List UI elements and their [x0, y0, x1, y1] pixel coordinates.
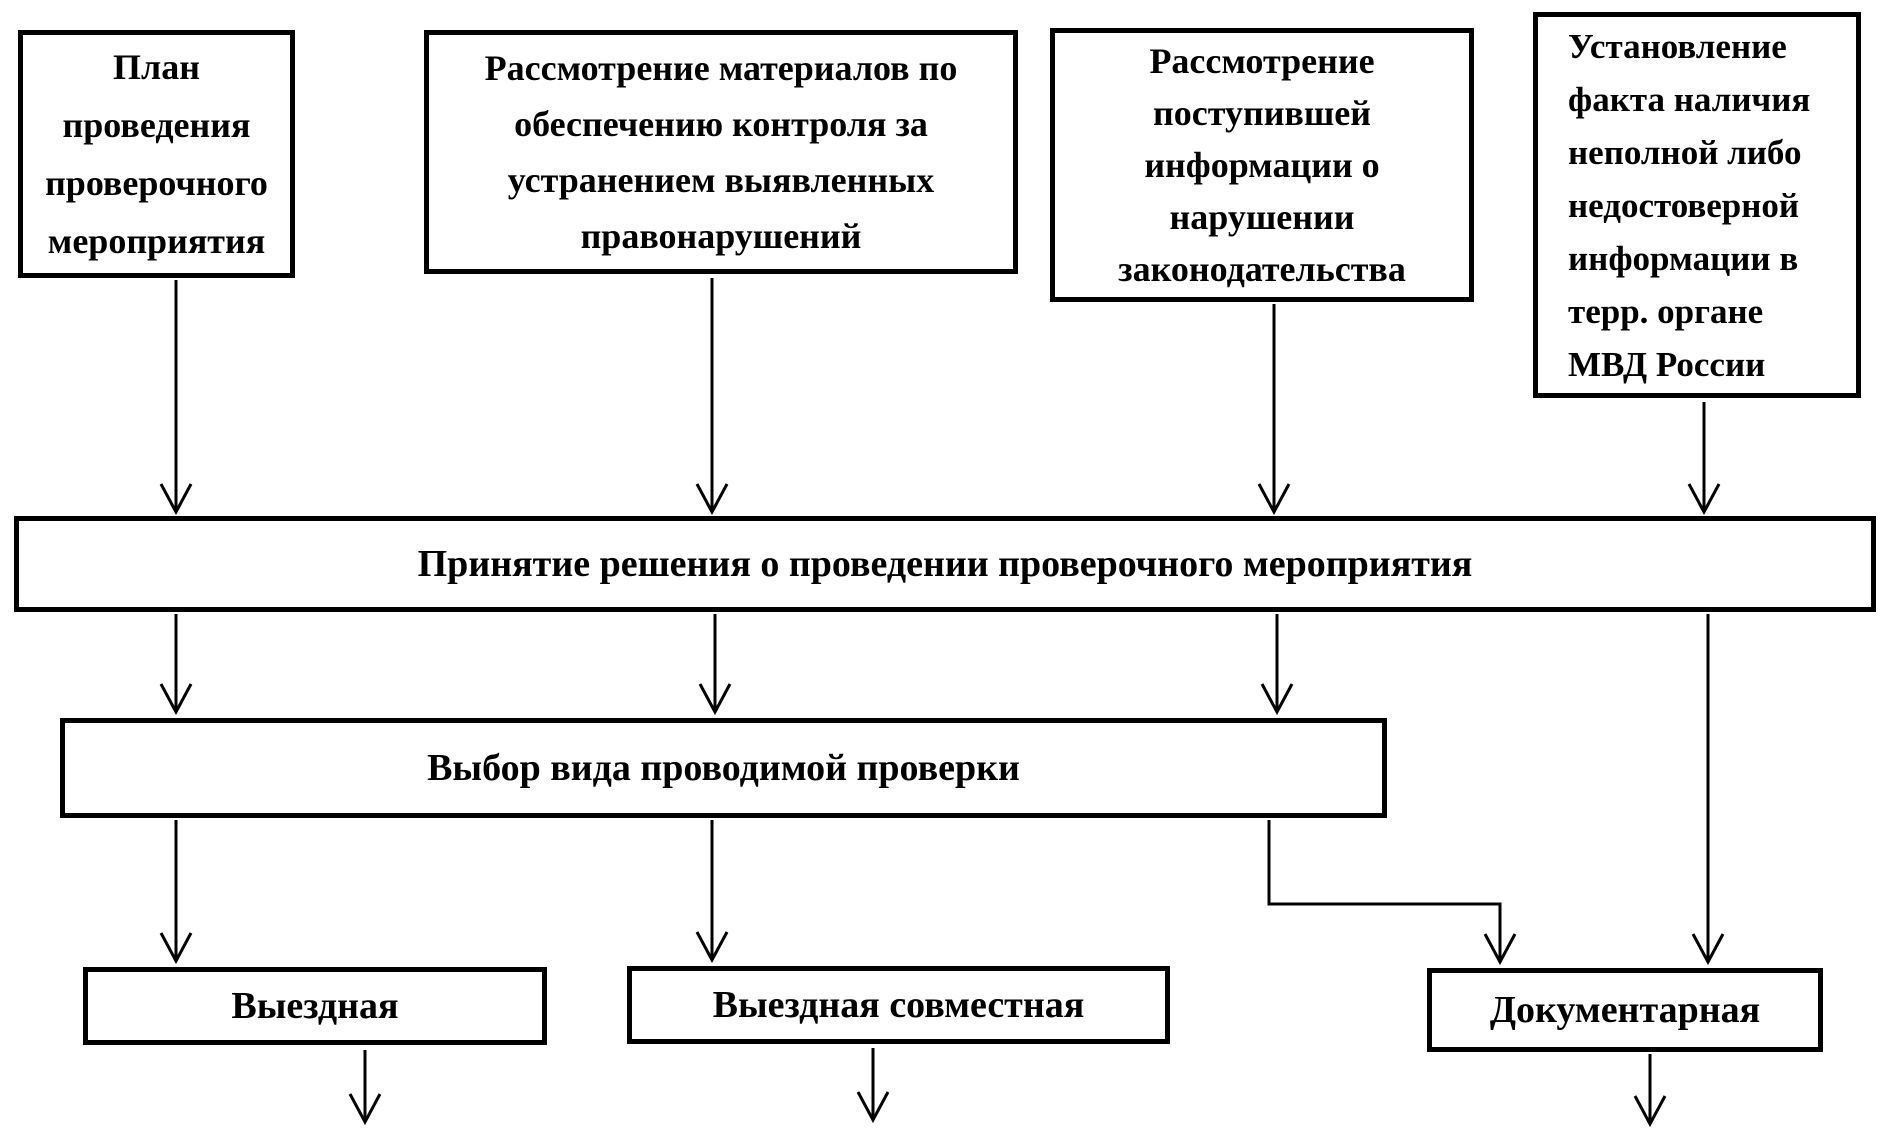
- node-check-type-choice-label: Выбор вида проводимой проверки: [427, 747, 1020, 789]
- node-plan-label: План проведения проверочного мероприятия: [45, 47, 268, 261]
- arrow-choice-to-documentary-elbow: [1267, 820, 1517, 966]
- arrow-decision-to-choice-2: [698, 614, 732, 716]
- arrow-choice-to-onsite: [159, 820, 193, 965]
- node-materials-review-label: Рассмотрение материалов по обеспечению к…: [484, 48, 958, 256]
- arrow-materials-to-decision: [695, 278, 729, 516]
- node-onsite-joint-check: Выездная совместная: [627, 966, 1170, 1044]
- node-documentary-check-label: Документарная: [1489, 989, 1761, 1031]
- node-fact-establishment-label: Установление факта наличия неполной либо…: [1568, 26, 1811, 384]
- node-fact-establishment: Установление факта наличия неполной либо…: [1533, 12, 1861, 398]
- arrow-onsite-exit: [348, 1050, 382, 1126]
- arrow-decision-to-choice-1: [159, 614, 193, 716]
- arrow-fact-to-decision: [1687, 402, 1721, 516]
- node-onsite-check-label: Выездная: [231, 985, 399, 1027]
- node-onsite-joint-check-label: Выездная совместная: [712, 984, 1085, 1026]
- node-documentary-check: Документарная: [1427, 968, 1823, 1052]
- arrow-decision-to-choice-3: [1260, 614, 1294, 716]
- node-check-type-choice: Выбор вида проводимой проверки: [60, 718, 1387, 818]
- node-materials-review: Рассмотрение материалов по обеспечению к…: [424, 30, 1018, 274]
- node-incoming-info-label: Рассмотрение поступившей информации о на…: [1118, 41, 1406, 289]
- arrow-info-to-decision: [1257, 304, 1291, 516]
- arrow-choice-to-onsite-joint: [695, 820, 729, 964]
- arrow-onsite-joint-exit: [856, 1048, 890, 1124]
- arrow-documentary-exit: [1633, 1054, 1667, 1128]
- node-plan: План проведения проверочного мероприятия: [18, 30, 295, 278]
- node-decision-label: Принятие решения о проведении проверочно…: [417, 543, 1473, 585]
- arrow-plan-to-decision: [159, 280, 193, 516]
- arrow-decision-to-documentary: [1691, 614, 1725, 966]
- node-decision: Принятие решения о проведении проверочно…: [14, 516, 1876, 612]
- node-incoming-info: Рассмотрение поступившей информации о на…: [1050, 28, 1474, 302]
- node-onsite-check: Выездная: [83, 967, 547, 1045]
